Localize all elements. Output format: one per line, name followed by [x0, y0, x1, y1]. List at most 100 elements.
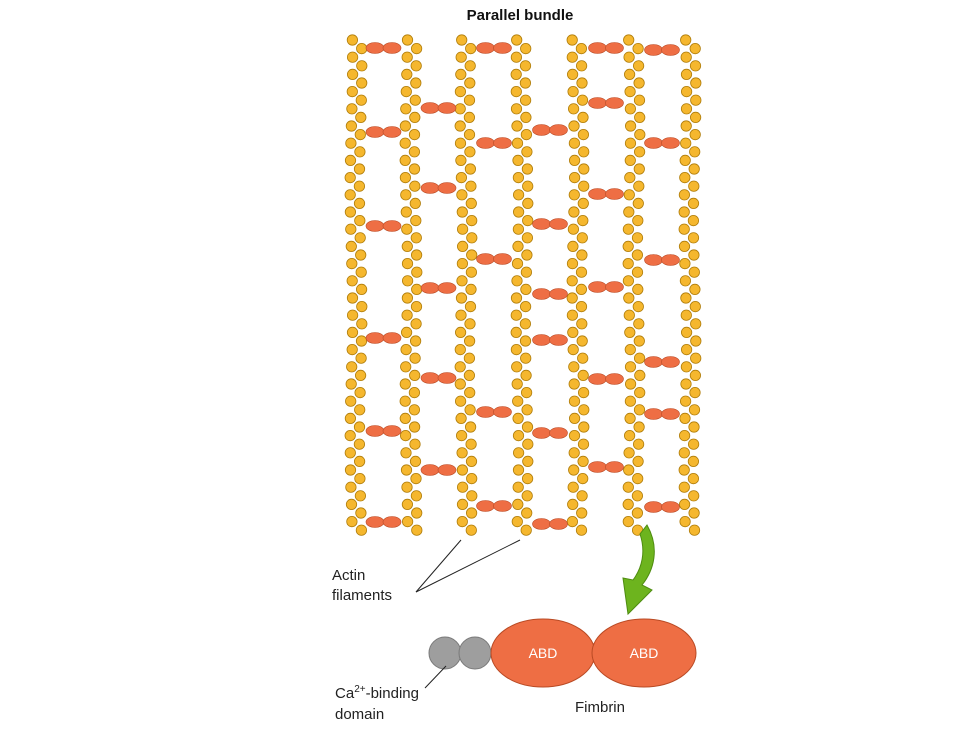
actin-monomer	[408, 129, 421, 141]
actin-monomer	[466, 490, 478, 502]
actin-monomer	[511, 34, 523, 46]
actin-monomer	[568, 464, 580, 476]
actin-monomer	[464, 386, 476, 399]
actin-monomer	[689, 369, 702, 381]
actin-filament	[344, 34, 368, 536]
actin-monomer	[575, 42, 588, 55]
actin-monomer	[680, 361, 693, 373]
actin-monomer	[578, 404, 590, 416]
actin-monomer	[411, 283, 423, 295]
abd-label-2: ABD	[630, 645, 659, 661]
actin-monomer	[355, 335, 368, 347]
fimbrin-crosslink	[476, 406, 512, 418]
actin-monomer	[464, 318, 476, 330]
fimbrin-lobe	[644, 137, 663, 149]
actin-monomer	[344, 447, 356, 459]
actin-monomer	[344, 412, 356, 424]
actin-monomer	[455, 429, 468, 442]
actin-monomer	[463, 352, 475, 364]
actin-monomer	[623, 464, 635, 476]
fimbrin-lobe	[605, 97, 624, 109]
actin-monomer	[687, 472, 700, 485]
fimbrin-lobe	[476, 406, 495, 418]
actin-monomer	[400, 361, 412, 373]
actin-monomer	[408, 163, 421, 175]
actin-monomer	[566, 257, 579, 270]
fimbrin-lobe	[588, 42, 607, 54]
fimbrin-crosslink	[532, 427, 568, 439]
actin-monomer	[401, 498, 413, 510]
actin-monomer	[346, 68, 359, 81]
actin-monomer	[679, 395, 692, 407]
actin-monomer	[678, 447, 690, 459]
actin-monomer	[454, 86, 466, 98]
actin-monomer	[622, 481, 634, 493]
fimbrin-lobe	[493, 406, 512, 418]
fimbrin-lobe	[493, 137, 512, 149]
actin-monomer	[680, 343, 693, 356]
actin-monomer	[678, 464, 690, 476]
actin-monomer	[568, 206, 580, 218]
actin-monomer	[633, 352, 646, 364]
actin-monomer	[688, 266, 700, 278]
actin-monomer	[568, 120, 580, 132]
actin-monomer	[344, 206, 356, 218]
fimbrin-crosslink	[588, 97, 624, 109]
actin-monomer	[465, 197, 477, 209]
fimbrin-lobe	[382, 332, 402, 344]
actin-monomer	[678, 429, 691, 442]
actin-monomer	[410, 42, 423, 55]
actin-monomer	[455, 412, 467, 424]
actin-binding-domain-2	[591, 618, 697, 688]
actin-monomer	[575, 266, 588, 278]
actin-monomer	[566, 51, 578, 63]
actin-monomer	[354, 404, 366, 416]
actin-monomer	[578, 146, 590, 158]
actin-monomer	[689, 60, 702, 72]
actin-monomer	[624, 361, 637, 373]
actin-monomer	[622, 275, 635, 287]
actin-monomer	[465, 266, 477, 278]
actin-monomer	[690, 318, 702, 330]
actin-monomer	[355, 352, 367, 364]
actin-monomer	[400, 206, 412, 218]
actin-monomer	[680, 309, 692, 321]
actin-monomer	[688, 507, 700, 519]
actin-monomer	[512, 412, 524, 424]
fimbrin-lobe	[382, 220, 402, 232]
fimbrin-lobe	[588, 461, 607, 473]
fimbrin-lobe	[549, 427, 568, 439]
actin-monomer	[680, 68, 693, 81]
fimbrin-crosslink	[476, 42, 512, 54]
fimbrin-lobe	[661, 408, 680, 420]
actin-monomer	[512, 206, 525, 218]
actin-monomer	[623, 292, 635, 304]
actin-monomer	[510, 103, 523, 115]
actin-monomer	[410, 215, 422, 227]
fimbrin-lobe	[382, 42, 402, 54]
fimbrin-lobe	[476, 253, 495, 265]
actin-monomer	[623, 68, 636, 81]
actin-monomer	[633, 146, 646, 158]
actin-monomer	[519, 300, 532, 313]
actin-monomer	[632, 215, 644, 227]
actin-monomer	[689, 283, 701, 295]
actin-monomer	[409, 455, 422, 467]
fimbrin-lobe	[532, 288, 551, 300]
actin-monomer	[680, 34, 692, 46]
actin-monomer	[688, 490, 700, 502]
actin-monomer	[690, 94, 702, 106]
green-curved-arrow-icon	[622, 524, 655, 616]
fimbrin-crosslink	[532, 518, 568, 530]
actin-monomer	[568, 447, 580, 459]
actin-monomer	[466, 215, 478, 227]
actin-monomer	[464, 300, 477, 313]
actin-monomer	[344, 154, 357, 166]
actin-monomer	[411, 507, 423, 519]
actin-monomer	[512, 172, 525, 184]
actin-monomer	[399, 378, 411, 390]
actin-monomer	[408, 404, 420, 416]
actin-monomer	[688, 404, 701, 416]
fimbrin-lobe	[588, 188, 607, 200]
